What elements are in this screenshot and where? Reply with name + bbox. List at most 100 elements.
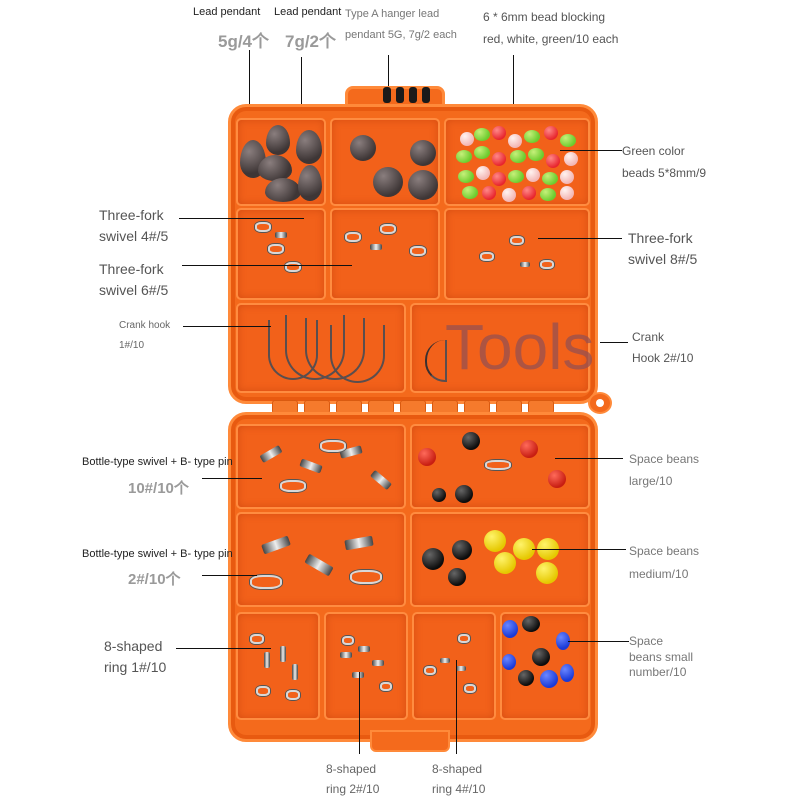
compartment-ring-1 xyxy=(236,612,320,720)
latch-notch xyxy=(383,87,391,103)
green-bead xyxy=(458,170,474,183)
white-bead xyxy=(502,188,516,202)
space-bean-yellow xyxy=(494,552,516,574)
three-fork-swivel xyxy=(380,224,396,234)
red-bead xyxy=(482,186,496,200)
leader-line xyxy=(513,55,514,140)
green-beads-line1: Green color xyxy=(622,144,685,158)
white-bead xyxy=(560,186,574,200)
crank-hook-2-line2: Hook 2#/10 xyxy=(632,351,694,365)
bottle-swivel-2-title: Bottle-type swivel + B- type pin xyxy=(82,548,233,560)
lead-sinker xyxy=(296,130,322,164)
leader-line xyxy=(202,478,262,479)
lead-pendant-a-title: Lead pendant xyxy=(193,6,261,18)
space-beans-small-line1: Space xyxy=(629,634,664,648)
space-bean-red xyxy=(548,470,566,488)
white-bead xyxy=(560,170,574,184)
lead-sinker xyxy=(258,155,292,181)
green-beads-line2: beads 5*8mm/9 xyxy=(622,166,707,180)
white-bead xyxy=(526,168,540,182)
ring-barrel xyxy=(280,646,286,662)
space-bean-black xyxy=(532,648,550,666)
space-bean-blue xyxy=(502,654,516,670)
space-beans-small-line3: number/10 xyxy=(629,665,687,679)
b-type-pin xyxy=(250,575,282,589)
three-fork-swivel xyxy=(410,246,426,256)
red-bead xyxy=(546,154,560,168)
space-bean-yellow xyxy=(536,562,558,584)
green-bead xyxy=(474,128,490,141)
lead-pendant-b-title: Lead pendant xyxy=(274,6,342,18)
hanger-sinker xyxy=(373,167,403,197)
ring xyxy=(424,666,436,675)
ring xyxy=(286,690,300,700)
leader-line xyxy=(176,648,271,649)
lead-sinker xyxy=(266,125,290,155)
space-beans-medium-line2: medium/10 xyxy=(629,567,689,581)
ring-cluster-4 xyxy=(418,630,490,710)
swivel-barrel xyxy=(275,232,287,238)
ring-barrel xyxy=(456,666,466,671)
ring-barrel xyxy=(372,660,384,666)
b-type-pin xyxy=(280,480,306,492)
b-type-pin xyxy=(350,570,382,584)
space-bean-blue xyxy=(502,620,518,638)
lead-sinker xyxy=(265,178,301,202)
tray-clasp[interactable] xyxy=(370,730,450,752)
green-bead xyxy=(462,186,478,199)
red-bead xyxy=(492,152,506,166)
green-bead xyxy=(510,150,526,163)
three-fork-swivel xyxy=(480,252,494,261)
swivel-barrel xyxy=(370,244,382,250)
green-bead xyxy=(540,188,556,201)
bottle-swivel-10-qty: 10#/10个 xyxy=(128,480,189,497)
ring-cluster-2 xyxy=(332,630,402,710)
compartment-three-fork-8 xyxy=(444,208,590,300)
leader-line xyxy=(532,549,626,550)
ring-4-line2: ring 4#/10 xyxy=(432,782,486,796)
red-bead xyxy=(544,126,558,140)
three-fork-8-line2: swivel 8#/5 xyxy=(628,251,698,267)
lead-pendant-a-qty: 5g/4个 xyxy=(218,32,270,51)
three-fork-6-line1: Three-fork xyxy=(99,261,164,277)
three-fork-4-line1: Three-fork xyxy=(99,207,164,223)
ring-1-line1: 8-shaped xyxy=(104,638,163,654)
green-bead xyxy=(508,170,524,183)
lanyard-hole xyxy=(596,399,604,407)
space-beans-large-line2: large/10 xyxy=(629,474,673,488)
space-beans-small-line2: beans small xyxy=(629,650,694,664)
white-bead xyxy=(508,134,522,148)
lead-pendant-b-qty: 7g/2个 xyxy=(285,32,337,51)
bottle-swivel-2-qty: 2#/10个 xyxy=(128,571,181,588)
leader-line xyxy=(183,326,271,327)
watermark-text: Tools xyxy=(445,311,595,383)
hanger-lead-line2: pendant 5G, 7g/2 each xyxy=(345,29,457,41)
bead-blocking-line2: red, white, green/10 each xyxy=(483,32,619,46)
compartment-three-fork-4 xyxy=(236,208,326,300)
green-bead xyxy=(474,146,490,159)
latch-notch xyxy=(396,87,404,103)
space-bean-yellow xyxy=(484,530,506,552)
three-fork-4-line2: swivel 4#/5 xyxy=(99,228,169,244)
red-bead xyxy=(492,172,506,186)
green-bead xyxy=(456,150,472,163)
space-bean-blue xyxy=(556,632,570,650)
leader-line xyxy=(456,660,457,754)
ring-1-line2: ring 1#/10 xyxy=(104,659,167,675)
ring xyxy=(458,634,470,643)
space-bean-red xyxy=(520,440,538,458)
ring-2-line1: 8-shaped xyxy=(326,762,377,776)
ring xyxy=(380,682,392,691)
crank-hook xyxy=(330,325,385,383)
space-bean-black xyxy=(522,616,540,632)
red-bead xyxy=(492,126,506,140)
crank-hook-1-line2: 1#/10 xyxy=(119,340,145,351)
space-bean-black xyxy=(455,485,473,503)
ring-barrel xyxy=(264,652,270,668)
b-type-pin xyxy=(485,460,511,470)
white-bead xyxy=(564,152,578,166)
three-fork-swivel xyxy=(268,244,284,254)
latch-notch xyxy=(422,87,430,103)
ring xyxy=(342,636,354,645)
ring xyxy=(464,684,476,693)
